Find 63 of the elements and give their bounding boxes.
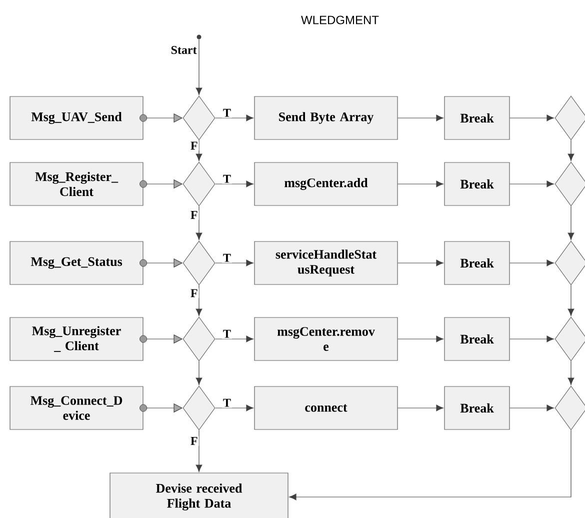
process-box: Msg_Register_ Client (10, 162, 144, 206)
node-caption: Start (171, 46, 197, 54)
arrow (215, 404, 254, 412)
decision-diamond (554, 162, 585, 206)
decision-diamond (182, 162, 216, 206)
process-box: msgCenter.remov e (254, 317, 398, 361)
decision-diamond (554, 240, 585, 286)
decision-diamond (182, 96, 216, 140)
arrow (568, 361, 574, 385)
edge-label: F (189, 288, 199, 298)
process-box: Send Byte Array (254, 96, 398, 140)
edge-label: F (189, 436, 199, 446)
arrow (289, 430, 572, 500)
arrow (196, 140, 202, 161)
decision-diamond (554, 386, 585, 430)
decision-diamond (182, 386, 216, 430)
arrow (215, 336, 254, 342)
process-box: Break (444, 162, 510, 206)
edge-label: T (222, 108, 232, 118)
arrow (398, 180, 444, 188)
process-box: Break (444, 317, 510, 361)
arrow (568, 140, 574, 161)
decision-diamond (182, 240, 216, 286)
decision-diamond (554, 96, 585, 140)
edge-label: T (222, 398, 232, 408)
process-box: msgCenter.add (254, 162, 398, 206)
decision-diamond (182, 316, 216, 362)
title: WLEDGMENT (301, 16, 379, 24)
process-box: Msg_Unregister _ Client (10, 317, 144, 361)
process-box: Break (444, 241, 510, 285)
process-box: Devise received Flight Data (110, 472, 288, 518)
process-box: connect (254, 386, 398, 430)
arrow (215, 260, 254, 266)
edge-label: T (222, 328, 232, 339)
edge-label: T (222, 174, 232, 184)
arrow (510, 180, 554, 188)
arrow (215, 114, 254, 122)
arrow (215, 180, 254, 188)
arrow (568, 285, 574, 316)
edge-label: F (189, 210, 199, 220)
process-box: Msg_UAV_Send (10, 96, 144, 140)
edge-label: T (222, 252, 232, 263)
edge-label: F (189, 140, 199, 151)
arrow (196, 206, 202, 240)
arrow (196, 285, 202, 316)
arrow (398, 260, 444, 266)
arrow (398, 404, 444, 412)
process-box: Msg_Connect_D evice (10, 386, 144, 430)
arrow (196, 430, 202, 472)
arrow (510, 260, 554, 266)
arrow (510, 114, 554, 122)
process-box: Break (444, 96, 510, 140)
arrow (398, 336, 444, 342)
arrow (568, 206, 574, 240)
arrow (510, 404, 554, 412)
process-box: Break (444, 386, 510, 430)
process-box: serviceHandleStat usRequest (254, 241, 398, 285)
process-box: Msg_Get_Status (10, 241, 144, 285)
decision-diamond (554, 316, 585, 362)
arrow (196, 39, 202, 95)
arrow (510, 336, 554, 342)
arrow (398, 114, 444, 122)
arrow (196, 361, 202, 385)
